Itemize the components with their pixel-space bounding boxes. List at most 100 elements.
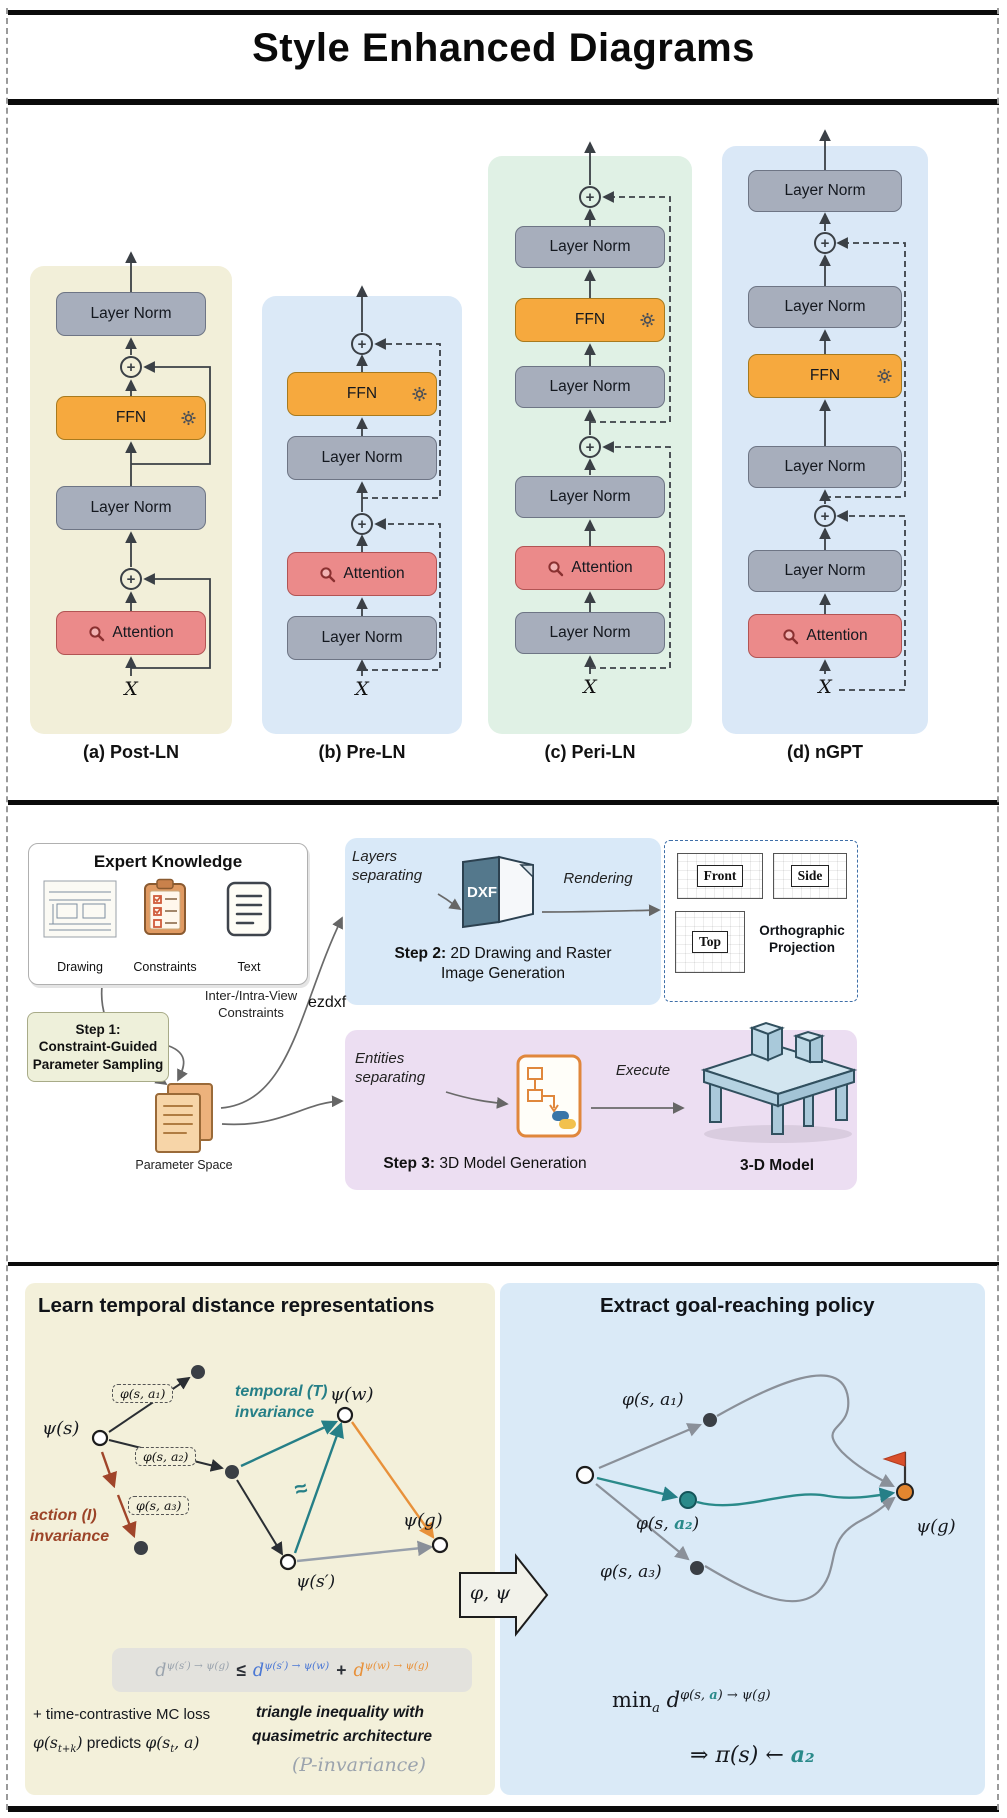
gear-icon xyxy=(181,411,196,425)
drawing-label: Drawing xyxy=(57,960,103,974)
orthographic-output-box: Front Side Top Orthographic Projection xyxy=(664,840,858,1002)
ezdxf-label: ezdxf xyxy=(308,994,347,1011)
layer-norm-block: Layer Norm xyxy=(748,170,902,212)
ffn-block: FFN xyxy=(287,372,437,416)
python-script-icon xyxy=(516,1054,582,1138)
residual-add: + xyxy=(120,568,142,590)
bottom-rule xyxy=(8,1806,999,1812)
policy-phi-a3-label: φ(s, a₃) xyxy=(600,1562,662,1582)
psi-s-prime-label: ψ(s′) xyxy=(296,1572,336,1592)
text-label: Text xyxy=(237,960,261,974)
layer-norm-block: Layer Norm xyxy=(515,476,665,518)
layer-norm-block: Layer Norm xyxy=(515,226,665,268)
side-view: Side xyxy=(773,853,847,899)
step3-caption: Step 3: 3D Model Generation xyxy=(383,1155,587,1172)
expert-knowledge-card: Expert Knowledge xyxy=(28,843,308,985)
layer-norm-block: Layer Norm xyxy=(56,292,206,336)
input-x-label: X xyxy=(124,678,138,700)
triangle-inequality-note-line1: triangle inequality with xyxy=(256,1704,424,1721)
layer-norm-block: Layer Norm xyxy=(287,616,437,660)
caption-peri-ln: (c) Peri-LN xyxy=(544,742,636,762)
title-rule xyxy=(8,99,999,105)
layer-norm-block: Layer Norm xyxy=(287,436,437,480)
expert-knowledge-title: Expert Knowledge xyxy=(93,852,243,871)
mc-loss-note-line1: + time-contrastive MC loss xyxy=(33,1706,211,1723)
step1-box: Step 1: Constraint-Guided Parameter Samp… xyxy=(27,1012,169,1082)
attention-block: Attention xyxy=(748,614,902,658)
top-view-label: Top xyxy=(691,930,729,954)
psi-w-label: ψ(w) xyxy=(330,1384,374,1405)
temporal-invariance-label: temporal (T) invariance xyxy=(235,1383,328,1421)
attention-block: Attention xyxy=(287,552,437,596)
policy-panel-bg xyxy=(500,1283,985,1795)
divider-2 xyxy=(8,1262,999,1266)
layer-norm-block: Layer Norm xyxy=(515,366,665,408)
term-sw: dψ(s′) → ψ(w) xyxy=(252,1659,330,1681)
term-sg: dψ(s′) → ψ(g) xyxy=(155,1659,230,1681)
text-doc-icon xyxy=(226,881,272,937)
parameter-space-icon xyxy=(155,1083,213,1153)
side-view-label: Side xyxy=(790,864,830,888)
divider-1 xyxy=(8,800,999,805)
magnifier-icon xyxy=(548,560,564,576)
residual-add: + xyxy=(351,513,373,535)
step2-caption: Step 2: 2D Drawing and Raster Image Gene… xyxy=(394,945,612,983)
front-view: Front xyxy=(677,853,763,899)
right-panel-title: Extract goal-reaching policy xyxy=(600,1294,875,1317)
layer-norm-block: Layer Norm xyxy=(56,486,206,530)
term-wg: dψ(w) → ψ(g) xyxy=(353,1659,429,1681)
psi-g-label: ψ(g) xyxy=(403,1510,443,1531)
gear-icon xyxy=(877,369,892,383)
drawing-icon xyxy=(43,880,117,938)
magnifier-icon xyxy=(783,628,799,644)
caption-ngpt: (d) nGPT xyxy=(787,742,863,762)
min-distance-formula: mina dφ(s, a) → ψ(g) xyxy=(612,1688,771,1717)
residual-add: + xyxy=(814,505,836,527)
attention-block: Attention xyxy=(56,611,206,655)
3d-model-illustration xyxy=(700,1021,858,1143)
ffn-block: FFN xyxy=(56,396,206,440)
phi-s-a2-label: φ(s, a₂) xyxy=(135,1447,197,1466)
layers-separating-label: Layers separating xyxy=(352,848,423,884)
mc-loss-note-line2: φ(st+k) predicts φ(st, a) xyxy=(33,1734,200,1756)
top-view: Top xyxy=(675,911,745,973)
top-rule xyxy=(8,10,999,15)
residual-add: + xyxy=(579,186,601,208)
residual-add: + xyxy=(579,436,601,458)
phi-s-a1-label: φ(s, a₁) xyxy=(112,1384,174,1403)
policy-phi-a1-label: φ(s, a₁) xyxy=(622,1390,684,1410)
layer-norm-block: Layer Norm xyxy=(515,612,665,654)
triangle-inequality-formula: dψ(s′) → ψ(g) ≤ dψ(s′) → ψ(w) + dψ(w) → … xyxy=(112,1648,472,1692)
right-dashed-border xyxy=(997,8,999,1810)
inter-intra-label: Inter-/Intra-View Constraints xyxy=(204,988,298,1020)
attention-block: Attention xyxy=(515,546,665,590)
ffn-block: FFN xyxy=(748,354,902,398)
layer-norm-block: Layer Norm xyxy=(748,286,902,328)
residual-add: + xyxy=(120,356,142,378)
caption-post-ln: (a) Post-LN xyxy=(83,742,179,762)
residual-add: + xyxy=(351,333,373,355)
page-title: Style Enhanced Diagrams xyxy=(252,26,755,70)
phi-psi-arrow-label: φ, ψ xyxy=(469,1582,511,1604)
p-invariance-label: (P-invariance) xyxy=(292,1754,426,1776)
orthographic-projection-label: Orthographic Projection xyxy=(759,923,845,955)
triangle-inequality-note-line2: quasimetric architecture xyxy=(252,1728,433,1745)
policy-psi-g-label: ψ(g) xyxy=(916,1516,956,1537)
constraints-label: Constraints xyxy=(133,960,197,974)
residual-add: + xyxy=(814,232,836,254)
left-panel-title: Learn temporal distance representations xyxy=(38,1294,435,1317)
policy-phi-a2-label: φ(s, a₂) xyxy=(636,1514,700,1534)
input-x-label: X xyxy=(355,678,369,700)
svg-text:DXF: DXF xyxy=(467,884,497,901)
ffn-block: FFN xyxy=(515,298,665,342)
leq-op: ≤ xyxy=(236,1659,246,1680)
plus-op: + xyxy=(336,1659,347,1680)
gear-icon xyxy=(412,387,427,401)
psi-s-label: ψ(s) xyxy=(42,1418,80,1439)
front-view-label: Front xyxy=(696,864,744,888)
caption-pre-ln: (b) Pre-LN xyxy=(318,742,406,762)
parameter-space-label: Parameter Space xyxy=(135,1158,233,1172)
input-x-label: X xyxy=(818,676,832,698)
